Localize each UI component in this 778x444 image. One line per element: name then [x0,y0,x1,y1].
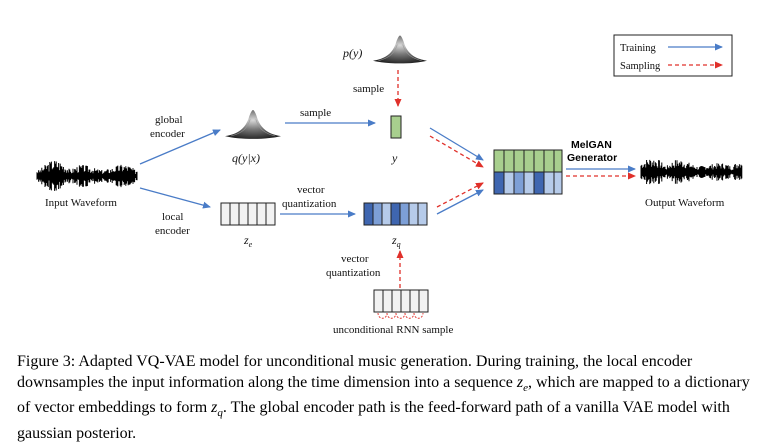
sample-label-top: sample [353,83,384,95]
y-latent-block [390,115,402,139]
vq-bottom-label-2: quantization [326,267,381,279]
input-waveform-signal [36,161,138,191]
vq-bottom-label-1: vector [341,253,369,265]
input-waveform: Input Waveform [36,161,138,209]
global-encoder-arrow [139,129,221,165]
legend-sampling-label: Sampling [620,61,661,72]
output-waveform-label: Output Waveform [645,197,725,209]
legend-box [613,34,733,77]
input-waveform-label: Input Waveform [45,197,117,209]
local-encoder-label-2: encoder [155,225,190,237]
z-e-math: ze [516,373,529,394]
y-label: y [391,151,398,165]
output-waveform-signal [640,159,743,185]
global-encoder-label-1: global [155,114,183,126]
z-e-label: ze [243,233,253,249]
conditioning-stack [493,149,563,195]
posterior-gaussian-icon [225,109,281,140]
y-to-stack-train-arrow [429,127,484,161]
vq-vae-diagram: Training Sampling Input Waveform Output … [36,34,743,336]
vq-label-2: quantization [282,198,337,210]
local-encoder-arrow [139,187,211,209]
zq-to-stack-train-arrow [436,189,484,215]
melgan-label-2: Generator [567,152,617,164]
rnn-sequence-block [373,289,429,313]
q-y-x-label: q(y|x) [232,151,260,165]
figure-caption: Figure 3: Adapted VQ-VAE model for uncon… [17,353,750,442]
vq-label-1: vector [297,184,325,196]
z-q-label: zq [391,233,401,249]
z-q-block [363,202,428,226]
z-q-math: zq [211,399,223,420]
rnn-sample-label: unconditional RNN sample [333,324,453,336]
rnn-autoregressive-arcs [377,312,424,319]
legend-training-label: Training [620,43,657,54]
global-encoder-label-2: encoder [150,128,185,140]
output-waveform: Output Waveform [640,159,743,209]
p-y-label: p(y) [342,46,362,60]
prior-gaussian-icon [373,35,427,64]
zq-to-stack-sample-arrow [436,182,484,208]
z-e-block [220,202,276,226]
y-to-stack-sample-arrow [429,135,484,168]
legend: Training Sampling [613,34,733,77]
sample-label-mid: sample [300,107,331,119]
local-encoder-label-1: local [162,211,183,223]
melgan-label-1: MelGAN [571,139,612,151]
